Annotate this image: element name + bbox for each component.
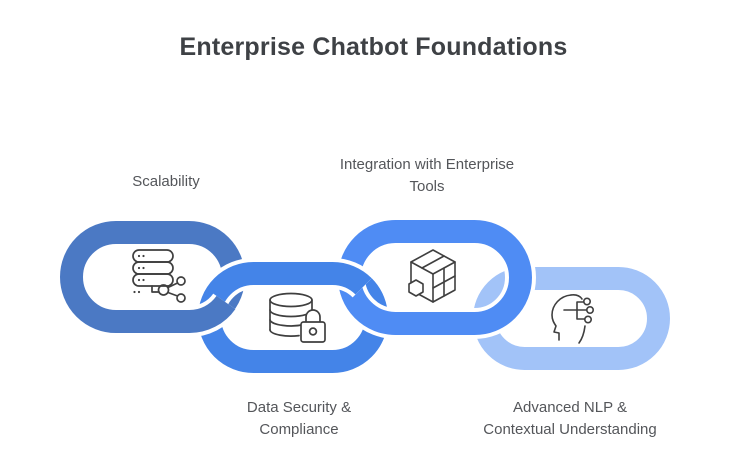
chain-link-scalability-weave [160,295,236,333]
label-scalability: Scalability [132,173,200,190]
database-lock-icon-strokes [269,292,326,343]
head-circuit-icon-strokes [551,294,594,344]
head-circuit-icon [551,294,594,344]
chain-link-data-security-weave [300,262,372,295]
label-data-security: Data Security & Compliance [246,399,352,438]
cube-modules-icon-strokes [408,249,456,303]
page-title: Enterprise Chatbot Foundations [179,33,568,61]
database-lock-icon [269,292,326,343]
label-integration: Integration with Enterprise Tools [339,156,515,195]
chain-links [56,216,674,377]
cube-modules-icon [408,249,456,303]
server-network-icon-strokes [132,249,186,303]
label-advanced-nlp: Advanced NLP & Contextual Understanding [483,399,657,438]
server-network-icon [132,249,186,303]
server-network-icon-dots [133,254,145,294]
